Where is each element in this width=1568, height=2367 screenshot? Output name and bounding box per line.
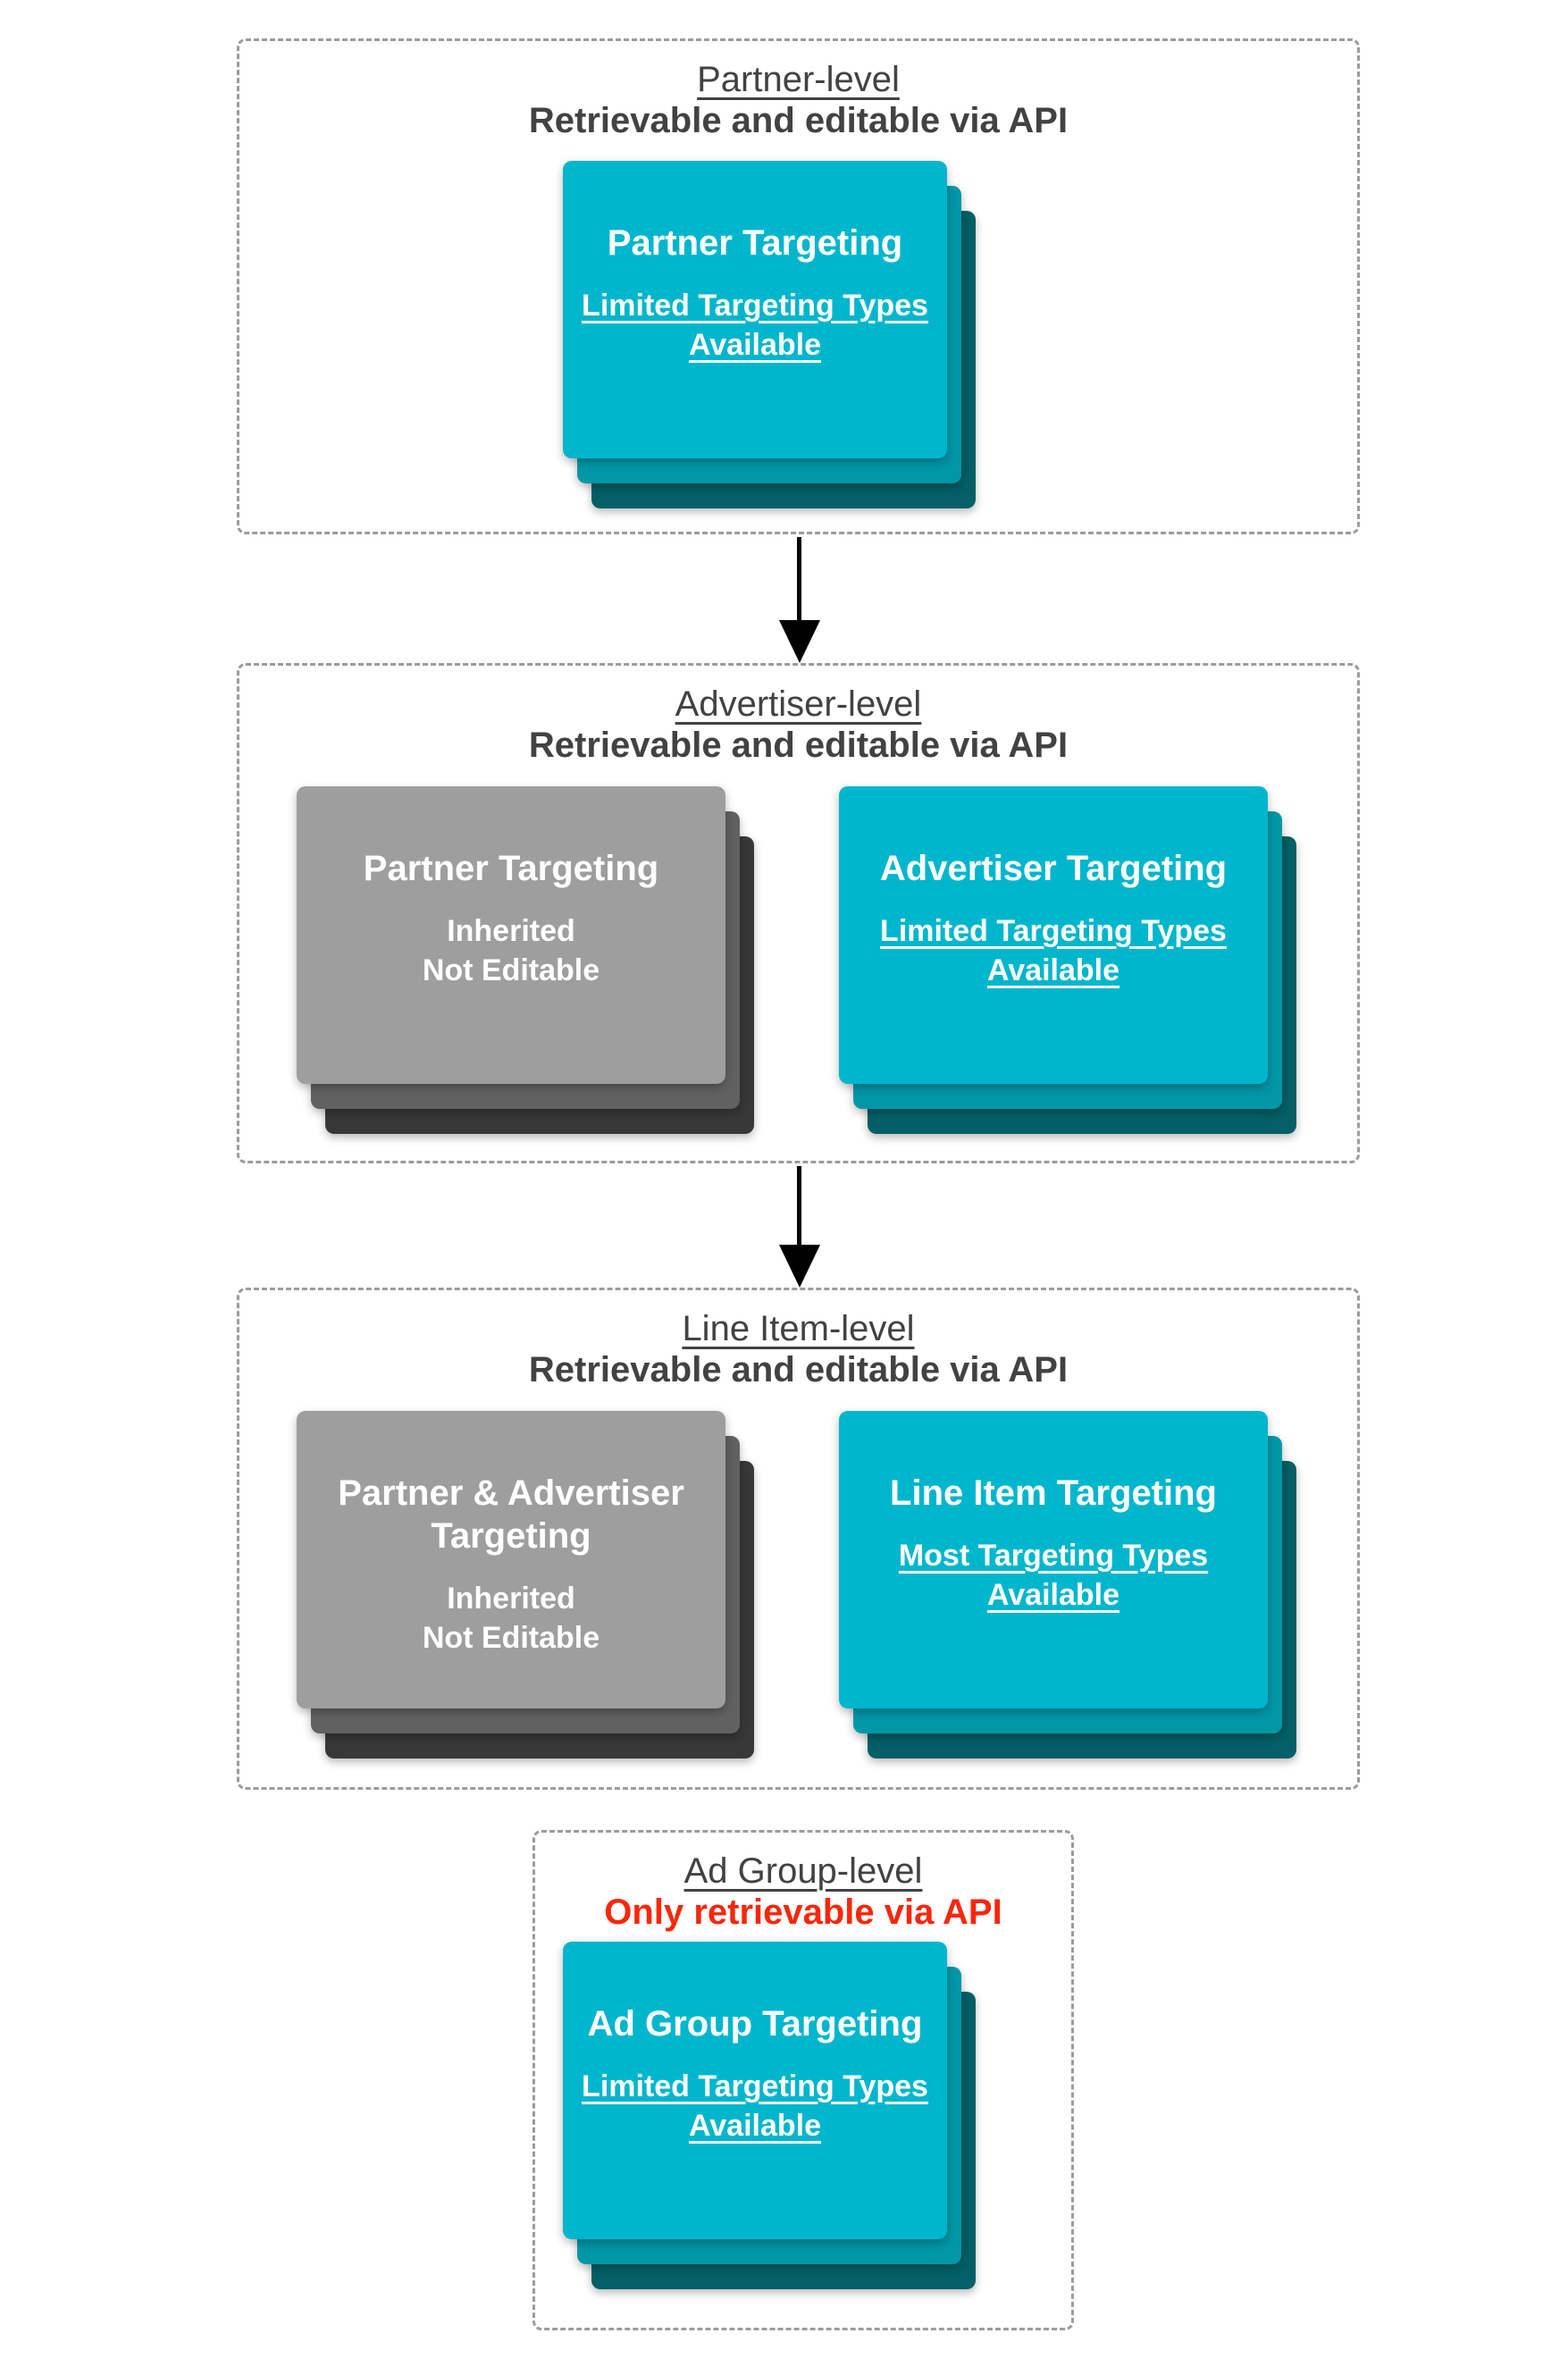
- card-subtitle: Limited Targeting Types Available: [880, 914, 1227, 987]
- section-line-item-level: Line Item-level Retrievable and editable…: [237, 1288, 1360, 1790]
- card-title: Ad Group Targeting: [587, 2004, 923, 2044]
- card-ad-group-targeting: Ad Group Targeting Limited Targeting Typ…: [563, 1942, 976, 2289]
- arrow-line: [797, 537, 801, 624]
- card-face: Partner Targeting Inherited Not Editable: [297, 786, 725, 1084]
- card-subtitle: Most Targeting Types Available: [898, 1539, 1209, 1612]
- card-partner-targeting-inherited: Partner Targeting Inherited Not Editable: [297, 786, 754, 1134]
- section-ad-group-level: Ad Group-level Only retrievable via API: [532, 1830, 1074, 2330]
- card-face: Line Item Targeting Most Targeting Types…: [839, 1411, 1268, 1708]
- card-line-item-targeting: Line Item Targeting Most Targeting Types…: [839, 1411, 1296, 1758]
- section-subtitle: Retrievable and editable via API: [528, 726, 1069, 765]
- card-partner-targeting: Partner Targeting Limited Targeting Type…: [563, 161, 976, 508]
- section-subtitle: Retrievable and editable via API: [528, 101, 1069, 140]
- card-title: Advertiser Targeting: [879, 849, 1228, 888]
- card-title: Partner Targeting: [363, 849, 659, 888]
- arrow-head-icon: [779, 1245, 820, 1288]
- card-subtitle: Inherited Not Editable: [422, 914, 600, 987]
- card-subtitle: Limited Targeting Types Available: [582, 289, 928, 362]
- card-face: Advertiser Targeting Limited Targeting T…: [839, 786, 1268, 1084]
- section-title: Advertiser-level: [675, 684, 922, 724]
- section-subtitle: Only retrievable via API: [604, 1893, 1002, 1932]
- card-title: Partner Targeting: [607, 223, 903, 263]
- card-subtitle: Limited Targeting Types Available: [582, 2069, 928, 2143]
- card-subtitle: Inherited Not Editable: [422, 1582, 600, 1655]
- card-title: Partner & Advertiser Targeting: [338, 1473, 684, 1556]
- section-title: Line Item-level: [682, 1309, 915, 1348]
- section-subtitle: Retrievable and editable via API: [528, 1350, 1069, 1389]
- section-partner-level: Partner-level Retrievable and editable v…: [237, 38, 1360, 534]
- card-title: Line Item Targeting: [890, 1473, 1217, 1513]
- card-face: Partner & Advertiser Targeting Inherited…: [297, 1411, 725, 1708]
- card-advertiser-targeting: Advertiser Targeting Limited Targeting T…: [839, 786, 1296, 1134]
- card-face: Partner Targeting Limited Targeting Type…: [563, 161, 947, 458]
- card-face: Ad Group Targeting Limited Targeting Typ…: [563, 1942, 947, 2239]
- arrow-head-icon: [779, 620, 820, 663]
- section-advertiser-level: Advertiser-level Retrievable and editabl…: [237, 663, 1360, 1163]
- card-partner-advertiser-targeting-inherited: Partner & Advertiser Targeting Inherited…: [297, 1411, 754, 1758]
- section-title: Ad Group-level: [683, 1851, 923, 1891]
- section-title: Partner-level: [697, 60, 900, 99]
- arrow-line: [797, 1166, 801, 1248]
